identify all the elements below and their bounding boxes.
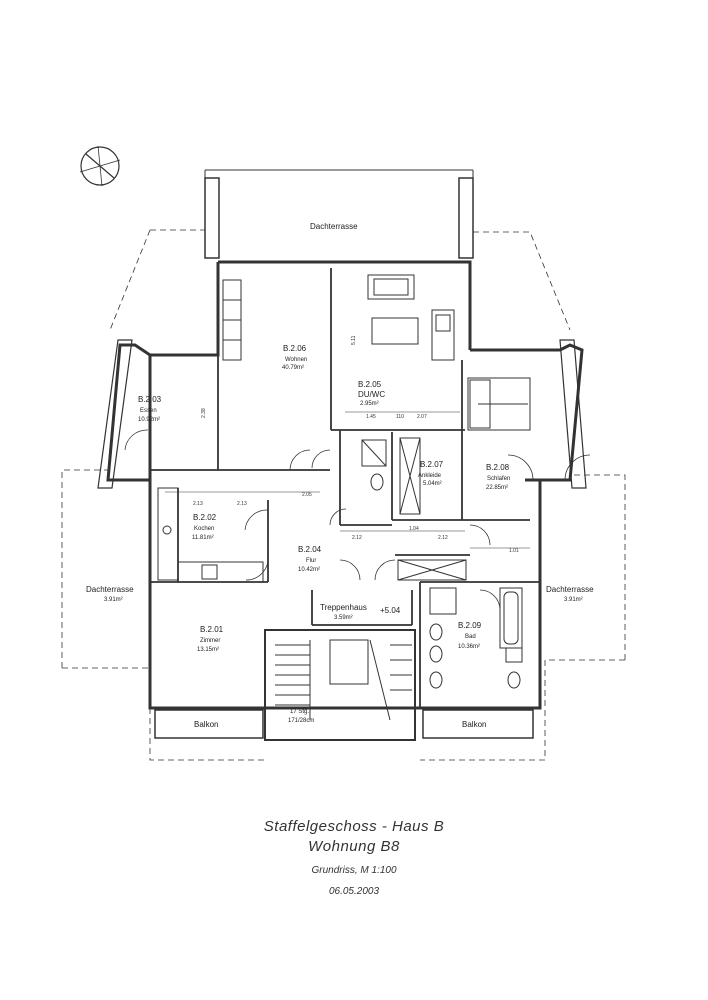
dim-text: 2.12 bbox=[438, 535, 448, 541]
terrace-left-area: 3.91m² bbox=[104, 597, 123, 603]
room-id: B.2.05 bbox=[358, 380, 382, 389]
room-id: B.2.06 bbox=[283, 344, 307, 353]
staircase bbox=[264, 629, 416, 741]
dim-text: 2.13 bbox=[193, 501, 203, 507]
kitchen-counter bbox=[157, 487, 264, 583]
balconies bbox=[154, 709, 534, 739]
dim-text: 2.05 bbox=[302, 492, 312, 498]
room-labels: B.2.06 Wohnen 40.79m² B.2.03 Essen 10.92… bbox=[86, 222, 594, 729]
room-area: 10.42m² bbox=[298, 567, 320, 573]
dim-text: 5.11 bbox=[351, 335, 357, 345]
room-area: 10.36m² bbox=[458, 644, 480, 650]
room-id: B.2.08 bbox=[486, 463, 510, 472]
parapet-left bbox=[97, 339, 587, 489]
terrace-top-outline bbox=[204, 169, 474, 259]
dim-text: 1.45 bbox=[366, 414, 376, 420]
room-id: B.2.04 bbox=[298, 545, 322, 554]
stairwell-name: Treppenhaus bbox=[320, 603, 367, 612]
room-id: B.2.03 bbox=[138, 395, 162, 404]
dim-text: 2.07 bbox=[417, 414, 427, 420]
drawing-title: Staffelgeschoss - Haus B bbox=[263, 818, 445, 835]
stairwell-steps: 17 Stg. bbox=[290, 709, 309, 715]
drawing-subtitle: Wohnung B8 bbox=[308, 838, 400, 855]
exterior-walls bbox=[106, 260, 584, 710]
dim-text: 1.04 bbox=[409, 526, 419, 532]
room-id: B.2.07 bbox=[420, 460, 444, 469]
room-area: 2.95m² bbox=[360, 401, 379, 407]
room-name: Schlafen bbox=[487, 476, 510, 482]
living-furniture bbox=[367, 274, 455, 361]
bed bbox=[467, 377, 531, 431]
north-arrow-icon bbox=[79, 145, 121, 187]
room-name: Bad bbox=[465, 634, 476, 640]
room-name: Zimmer bbox=[200, 638, 220, 644]
drawing-date: 06.05.2003 bbox=[328, 886, 380, 897]
room-id: B.2.01 bbox=[200, 625, 224, 634]
room-id: B.2.02 bbox=[193, 513, 217, 522]
terrace-top-label: Dachterrasse bbox=[310, 222, 358, 231]
room-name: Essen bbox=[140, 408, 157, 414]
title-block: Staffelgeschoss - Haus B Wohnung B8 Grun… bbox=[0, 818, 708, 897]
room-name: DU/WC bbox=[358, 390, 385, 399]
balcony-left-label: Balkon bbox=[194, 720, 218, 729]
room-area: 22.85m² bbox=[486, 485, 508, 491]
dimension-texts: 1.45 110 2.07 2.05 2.13 2.13 2.12 2.12 1… bbox=[193, 335, 519, 554]
floor-plan: B.2.06 Wohnen 40.79m² B.2.03 Essen 10.92… bbox=[61, 145, 626, 761]
dim-text: 2.38 bbox=[201, 408, 207, 418]
drawing-scale: Grundriss, M 1:100 bbox=[311, 865, 397, 876]
room-area: 11.81m² bbox=[192, 535, 214, 541]
terrace-left-label: Dachterrasse bbox=[86, 585, 134, 594]
dimension-lines bbox=[165, 411, 530, 549]
room-area: 10.92m² bbox=[138, 417, 160, 423]
wardrobe-units bbox=[222, 279, 467, 581]
stairwell-area: 3.59m² bbox=[334, 615, 353, 621]
room-name: Wohnen bbox=[285, 357, 307, 363]
dim-text: 2.13 bbox=[237, 501, 247, 507]
dim-text: 110 bbox=[396, 414, 404, 420]
room-name: Kochen bbox=[194, 526, 214, 532]
stairwell-step-size: 171/28cm bbox=[288, 718, 314, 724]
bathroom-fixtures bbox=[361, 439, 523, 689]
room-id: B.2.09 bbox=[458, 621, 482, 630]
dim-text: 2.12 bbox=[352, 535, 362, 541]
room-name: Ankleide bbox=[418, 473, 442, 479]
room-area: 5.04m² bbox=[423, 481, 442, 487]
terrace-right-area: 3.91m² bbox=[564, 597, 583, 603]
door-swings bbox=[124, 429, 591, 611]
balcony-right-label: Balkon bbox=[462, 720, 486, 729]
stairwell-level: +5.04 bbox=[380, 606, 401, 615]
room-area: 13.15m² bbox=[197, 647, 219, 653]
room-name: Flur bbox=[306, 558, 316, 564]
dim-text: 1.01 bbox=[509, 548, 519, 554]
terrace-right-label: Dachterrasse bbox=[546, 585, 594, 594]
room-area: 40.79m² bbox=[282, 365, 304, 371]
